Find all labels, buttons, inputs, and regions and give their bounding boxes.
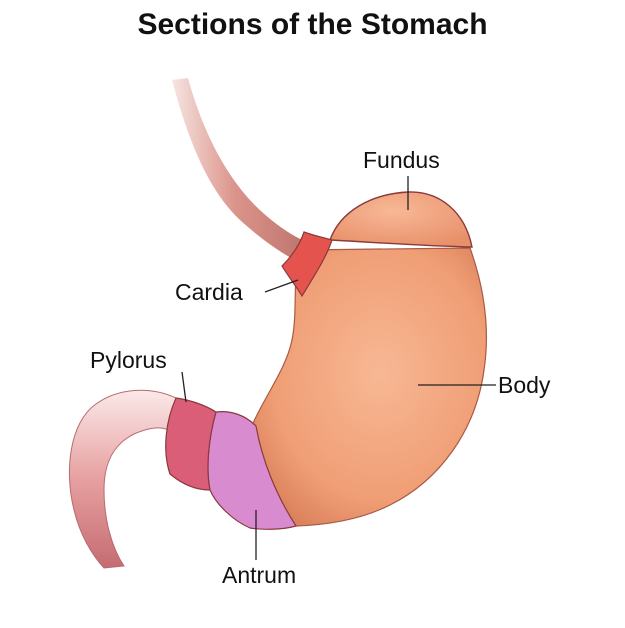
fundus-label: Fundus [363, 147, 440, 173]
body-shape [249, 247, 488, 527]
antrum-label: Antrum [222, 562, 296, 588]
esophagus-shape [172, 78, 312, 262]
diagram-title: Sections of the Stomach [137, 8, 488, 41]
pylorus-leader [181, 371, 187, 403]
fundus-shape [329, 191, 473, 248]
pylorus-label: Pylorus [90, 347, 167, 373]
cardia-shape [281, 231, 333, 298]
cardia-leader [264, 279, 299, 293]
duodenum-shape [68, 389, 177, 569]
pylorus-shape [165, 397, 217, 491]
body-label: Body [498, 372, 551, 398]
cardia-label: Cardia [175, 279, 243, 305]
